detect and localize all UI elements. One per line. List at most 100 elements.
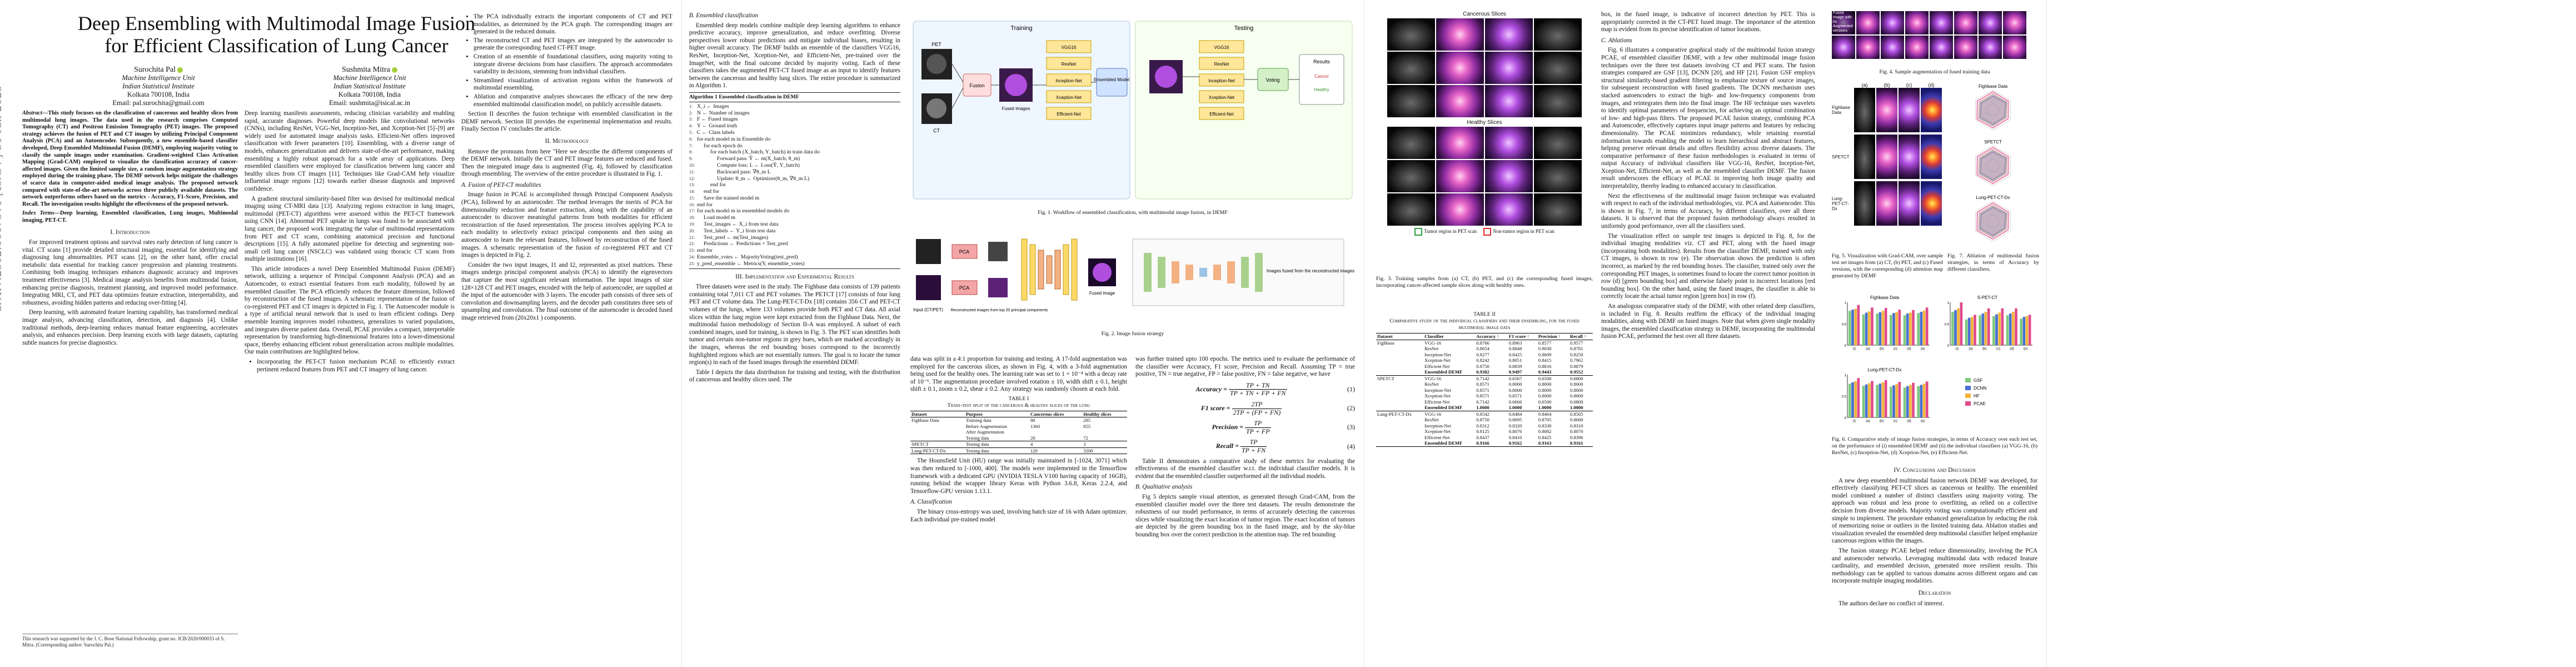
layer-block (1158, 257, 1165, 288)
author-1-name: Surochita Pal (133, 66, 176, 74)
scan-image (1485, 160, 1533, 192)
col3-paragraph-3: Image fusion in PCAE is accomplished thr… (461, 191, 672, 259)
algorithm-line: 2:N ← Number of images (689, 110, 900, 117)
eq-lhs: F1 score = (1200, 404, 1230, 412)
scan-image (1436, 193, 1484, 226)
scan-image (1387, 160, 1435, 192)
vgg-label: VGG16 (1214, 45, 1229, 50)
table-cell: 3 (1083, 441, 1086, 447)
table-cell: Inception-Net (1424, 387, 1451, 393)
bar (1865, 312, 1868, 345)
bar (2028, 315, 2031, 345)
vgg-label: VGG16 (1062, 45, 1077, 50)
table-cell: 0.8750 (1476, 417, 1489, 422)
bar (2022, 317, 2026, 345)
scan-image (1387, 193, 1435, 226)
eq-numerator: 2TP (1232, 400, 1282, 409)
table-cell: Fighbase Data (911, 417, 939, 424)
algorithm-line-number: 11: (689, 169, 695, 175)
scan-image (1832, 36, 1855, 59)
legend-label: PCAE (1974, 401, 1986, 406)
table-row: After Augmentation (910, 429, 1127, 435)
page1-column-middle: Deep learning manifests assessments, red… (245, 110, 455, 376)
algorithm-line-text: for each batch (X_batch, Y_batch) in tra… (710, 149, 820, 156)
x-tick-label: (c) (1894, 347, 1897, 351)
algorithm-line: 4:Y ← Ground truth (689, 123, 900, 130)
bar (1848, 311, 1851, 345)
orcid-icon[interactable] (391, 67, 397, 73)
scan-image (1436, 160, 1484, 192)
figure-1-workflow: Training Testing PET CT Fusion Fused Ima… (910, 16, 1355, 216)
intro-paragraph-1: For improved treatment options and survi… (22, 239, 238, 306)
author-1-email[interactable]: Email: pal.surochita@gmail.com (112, 99, 205, 107)
orcid-icon[interactable] (177, 67, 183, 73)
table-cell: 0.8000 (1538, 393, 1552, 399)
table-cell: 0.7142 (1476, 399, 1489, 405)
table-cell: Inception-Net (1424, 351, 1451, 357)
contribution-item: The PCA individually extracts the import… (474, 13, 672, 36)
autoencoder (1021, 238, 1078, 301)
efficientnet-label: Efficient-Net (1057, 112, 1081, 117)
ct-label: CT (933, 128, 940, 133)
table-cell: 0.9166 (1476, 440, 1489, 446)
table-cell: 285 (1083, 417, 1091, 424)
subsection-classification-heading: A. Classification (910, 499, 952, 506)
scan-image (1534, 18, 1582, 51)
radar-grid (1981, 207, 2005, 235)
algorithm-line: 22:Predictions ← Predictions + Test_pred (689, 241, 900, 247)
xception-box (1199, 90, 1244, 103)
author-2-name: Sushmita Mitra (342, 66, 390, 74)
algorithm-line: 18:Load model m (689, 215, 900, 221)
classifier-stack: VGG16 ResNet Inception-Net Xception-Net … (1046, 40, 1092, 120)
eq-numerator: TP (1240, 439, 1267, 447)
col5-paragraph-3: The binary cross-entropy was used, invol… (910, 509, 1127, 523)
author-2-email[interactable]: Email: sushmita@isical.ac.in (329, 99, 410, 107)
table-cell: 80 (1030, 417, 1035, 424)
x-tick-label: (d) (2010, 347, 2014, 351)
bar (1922, 310, 1926, 345)
fig5-column-label: (b) (1884, 82, 1890, 88)
col7-paragraph-3: The visualization effect on sample test … (1601, 232, 1815, 300)
fused-label: Fused Images (1002, 106, 1030, 111)
gradcam-image (1854, 135, 1875, 179)
eq-denominator: TP + TN + FP + FN (1229, 389, 1286, 397)
author-1-role: Machine Intelligence Unit (122, 74, 195, 82)
page-1: arXiv:2502.00078v1 [cs.CV] 31 Jan 2025 D… (0, 0, 681, 667)
efficientnet-box (1199, 107, 1244, 120)
algorithm-line-number: 7: (689, 143, 693, 148)
eq-denominator: TP + FN (1241, 446, 1266, 454)
bar (2012, 311, 2015, 345)
table-1-caption: Train-test split of the cancerous & heal… (947, 402, 1090, 409)
algorithm-line-text: Save the trained model m (704, 195, 760, 201)
table-cell: Testing data (965, 435, 989, 441)
page-2: B. Ensembled classification Ensembled de… (682, 0, 1363, 667)
algorithm-line: 21:Test_pred ← m(Test_images) (689, 235, 900, 241)
legend-label: GSF (1974, 378, 1983, 383)
algorithm-line-number: 22: (689, 241, 695, 247)
table-cell: 0.8082 (1538, 429, 1552, 434)
algorithm-line: 12:Update: θ_m ← Optimizer(θ_m, ∇θ_m L) (689, 176, 900, 182)
bar (1851, 382, 1854, 417)
table-cell: Ensembled DEMF (1424, 440, 1463, 446)
pca-box (951, 280, 978, 295)
algorithm-line: 8:for each batch (X_batch, Y_batch) in t… (689, 149, 900, 156)
testing-label: Testing (1234, 25, 1254, 32)
bar (1954, 310, 1957, 345)
bar (1987, 308, 1990, 345)
bar (1854, 308, 1857, 345)
table-cell: 0.8879 (1569, 363, 1583, 369)
arxiv-identifier: arXiv:2502.00078v1 [cs.CV] 31 Jan 2025 (0, 84, 4, 311)
bar (1890, 315, 1892, 345)
table-cell: 0.8654 (1476, 346, 1489, 351)
test-fused-image (1155, 66, 1177, 88)
radar-grid (1981, 96, 2005, 124)
algorithm-line: 15:Save the trained model m (689, 195, 900, 202)
training-label: Training (1010, 25, 1032, 32)
eq-numerator: TP (1244, 420, 1271, 428)
